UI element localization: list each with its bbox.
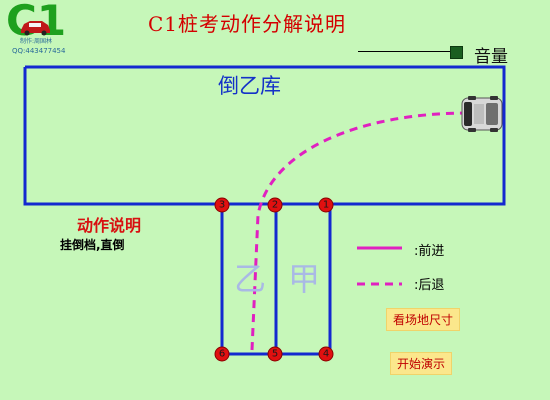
pole-4: 4 bbox=[318, 346, 334, 362]
page-title: C1桩考动作分解说明 bbox=[148, 12, 347, 36]
zone-yi-label: 乙 bbox=[234, 260, 267, 298]
volume-slider-handle[interactable] bbox=[450, 46, 463, 59]
pole-1-label: 1 bbox=[323, 200, 329, 211]
start-demo-button[interactable]: 开始演示 bbox=[390, 352, 453, 375]
explanation-text: 挂倒档,直倒 bbox=[60, 238, 125, 252]
view-size-button[interactable]: 看场地尺寸 bbox=[386, 308, 461, 331]
pole-3-label: 3 bbox=[219, 200, 225, 211]
garage-label: 倒乙库 bbox=[218, 74, 281, 98]
pole-6-label: 6 bbox=[219, 349, 225, 360]
pole-5-label: 5 bbox=[272, 349, 278, 360]
pole-5: 5 bbox=[267, 346, 283, 362]
pole-6: 6 bbox=[214, 346, 230, 362]
volume-label: 音量 bbox=[474, 47, 508, 67]
explanation-title: 动作说明 bbox=[77, 216, 142, 235]
volume-slider-track[interactable] bbox=[358, 51, 452, 52]
logo-qq-text: QQ:443477454 bbox=[12, 47, 66, 55]
reverse-path bbox=[250, 111, 469, 351]
logo-author-text: 制作:周国林 bbox=[20, 38, 53, 45]
app-logo: C1 制作:周国林 QQ:443477454 bbox=[4, 0, 66, 58]
road-outline bbox=[23, 65, 506, 206]
pole-2-label: 2 bbox=[272, 200, 278, 211]
pole-3: 3 bbox=[214, 197, 230, 213]
pole-2: 2 bbox=[267, 197, 283, 213]
car-icon bbox=[461, 96, 503, 132]
logo-car-icon bbox=[21, 21, 50, 36]
legend-forward-label: :前进 bbox=[414, 244, 445, 259]
pole-1: 1 bbox=[318, 197, 334, 213]
zone-jia-label: 甲 bbox=[288, 260, 321, 298]
pole-4-label: 4 bbox=[323, 349, 329, 360]
legend-back-label: :后退 bbox=[414, 278, 445, 293]
